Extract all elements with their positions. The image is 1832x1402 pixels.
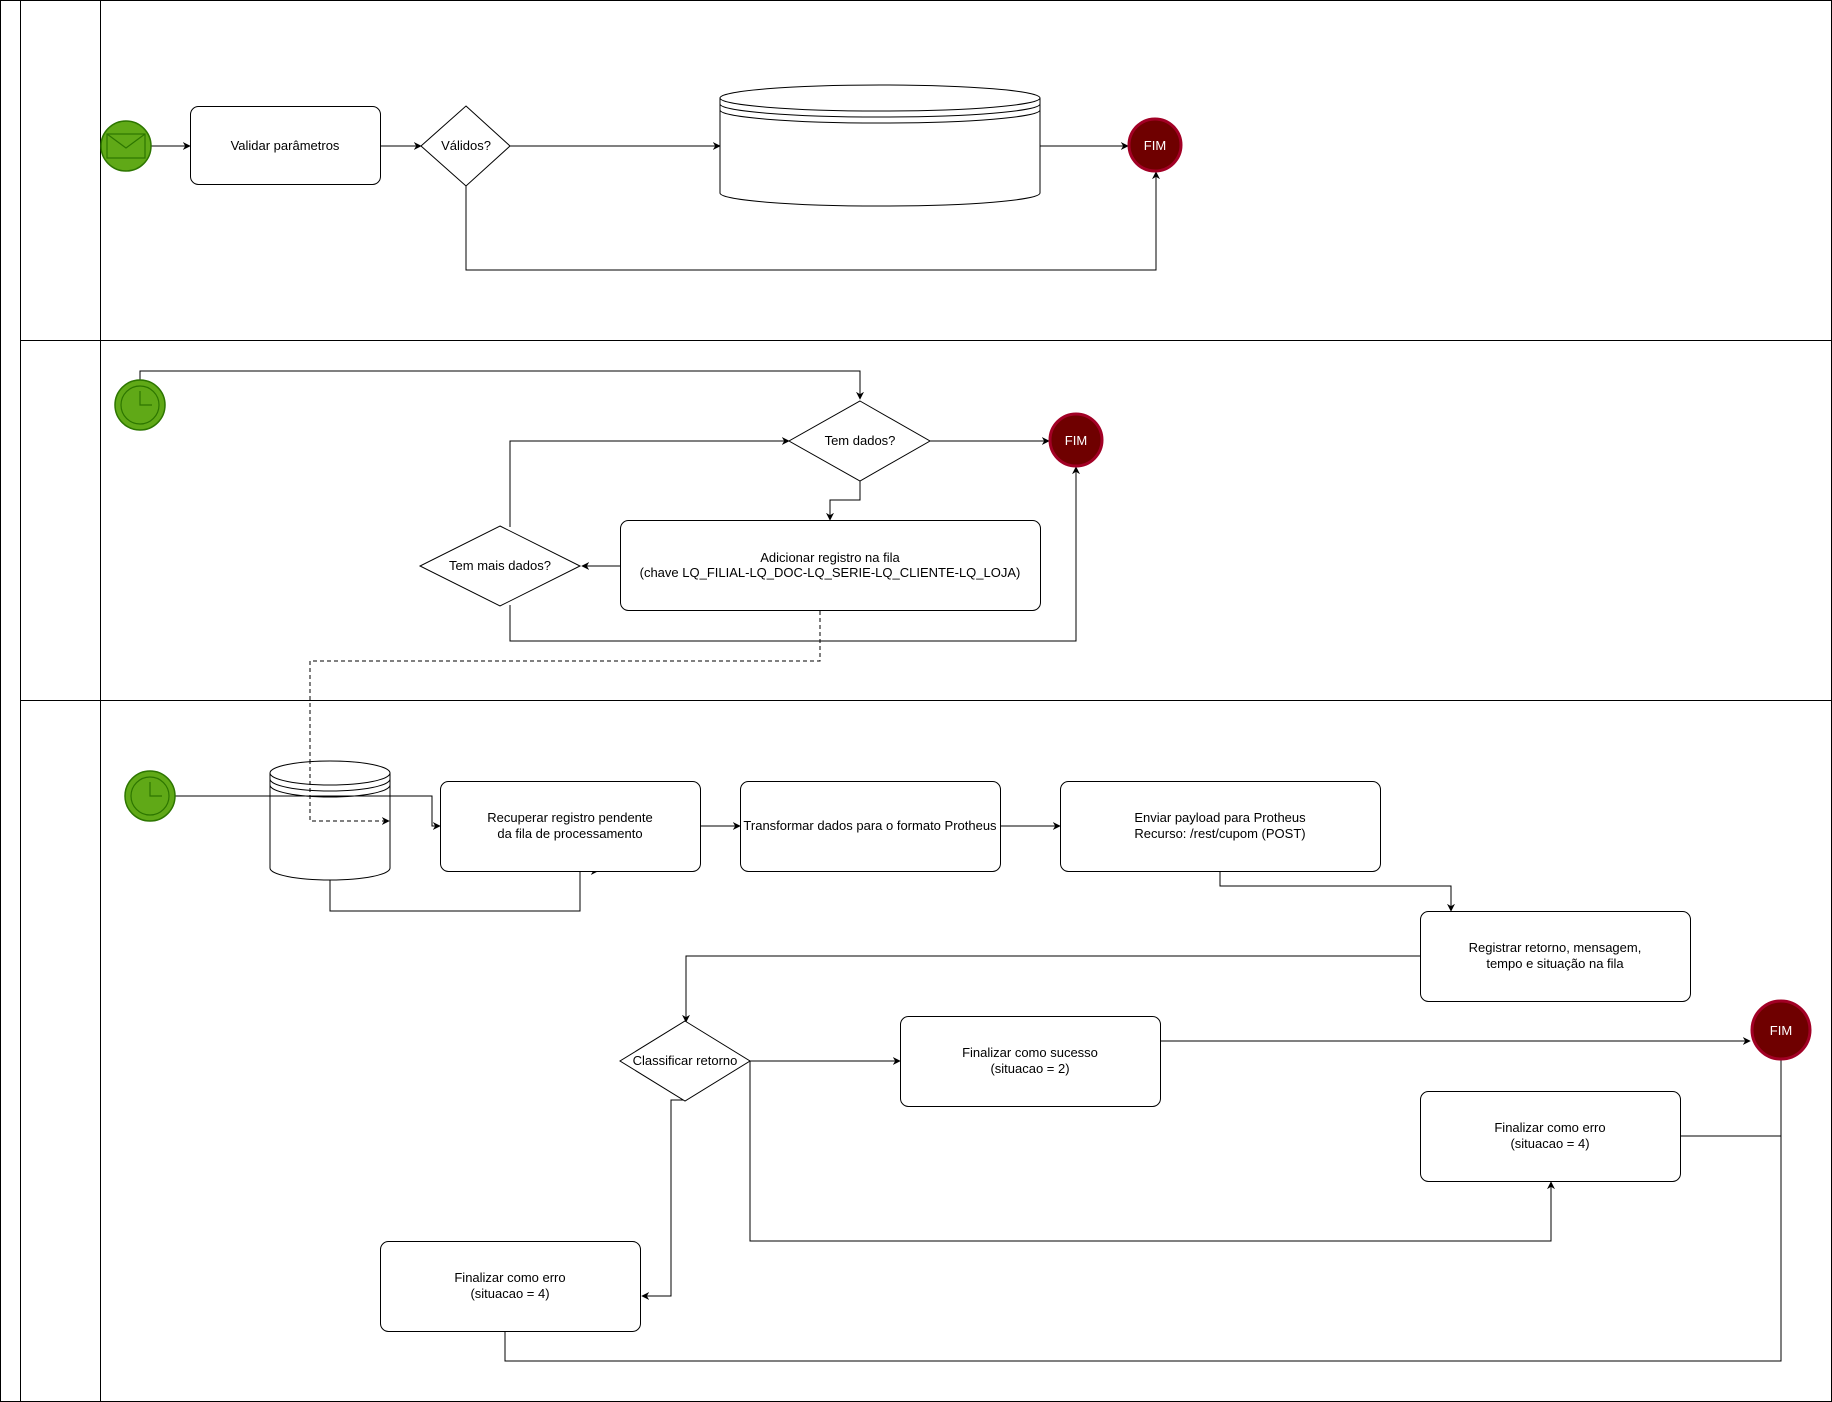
task-transform-label: Transformar dados para o formato Protheu… (743, 818, 997, 833)
clock-icon (130, 776, 170, 816)
edge-moredata-hasdata[interactable] (509, 437, 790, 527)
task-send-line1: Enviar payload para Protheus (1134, 810, 1306, 825)
start-event-message[interactable] (100, 120, 152, 172)
task-validate-params[interactable]: Validar parâmetros (190, 106, 381, 185)
edge-register-classify[interactable] (682, 955, 1420, 1023)
task-validate-params-label: Validar parâmetros (231, 138, 340, 153)
task-finish-success[interactable]: Finalizar como sucesso (situacao = 2) (900, 1016, 1161, 1107)
lane-3-shapes: Recuperar registro pendente da fila de p… (124, 760, 1812, 1332)
gateway-valid-label: Válidos? (441, 138, 491, 153)
datastore-cylinder[interactable] (719, 84, 1041, 207)
edge-start2-hasdata[interactable] (139, 370, 864, 400)
gateway-more-data[interactable]: Tem mais dados? (418, 525, 582, 607)
edge-send-register[interactable] (1219, 871, 1455, 912)
task-send-payload[interactable]: Enviar payload para Protheus Recurso: /r… (1060, 781, 1381, 872)
task-error-left-line1: Finalizar como erro (454, 1270, 565, 1285)
queue-datastore[interactable] (269, 760, 391, 881)
task-error-right-line1: Finalizar como erro (1494, 1120, 1605, 1135)
clock-icon (120, 385, 160, 425)
task-retrieve-line1: Recuperar registro pendente (487, 810, 653, 825)
edge-addrecord-queue-dashed[interactable] (309, 611, 821, 825)
gateway-more-data-label: Tem mais dados? (449, 558, 551, 573)
end-event-1-label: FIM (1144, 138, 1166, 153)
gateway-has-data-label: Tem dados? (825, 433, 896, 448)
task-finish-error-left[interactable]: Finalizar como erro (situacao = 4) (380, 1241, 641, 1332)
envelope-icon (106, 133, 146, 159)
task-error-left-line2: (situacao = 4) (470, 1286, 549, 1301)
task-transform-data[interactable]: Transformar dados para o formato Protheu… (740, 781, 1001, 872)
task-add-record-line1: Adicionar registro na fila (760, 550, 900, 565)
edge-classify-error-left[interactable] (641, 1099, 686, 1300)
lane-2-shapes: Tem dados? FIM Adicionar registro na fil… (114, 379, 1104, 611)
gateway-valid[interactable]: Válidos? (420, 105, 511, 187)
task-success-line2: (situacao = 2) (990, 1061, 1069, 1076)
edge-error-left-end3[interactable] (504, 1030, 1785, 1362)
connectors (139, 142, 1785, 1362)
task-register-line2: tempo e situação na fila (1486, 956, 1624, 971)
edge-dashed-over-queue (309, 760, 390, 825)
task-register-line1: Registrar retorno, mensagem, (1469, 940, 1642, 955)
task-finish-error-right[interactable]: Finalizar como erro (situacao = 4) (1420, 1091, 1681, 1182)
task-add-record[interactable]: Adicionar registro na fila (chave LQ_FIL… (620, 520, 1041, 611)
end-event-2-label: FIM (1065, 433, 1087, 448)
task-register-return[interactable]: Registrar retorno, mensagem, tempo e sit… (1420, 911, 1691, 1002)
lane-1-shapes: Validar parâmetros Válidos? FIM (100, 84, 1183, 207)
gateway-classify-label: Classificar retorno (633, 1053, 738, 1068)
start-event-timer-3[interactable] (124, 770, 176, 822)
task-success-line1: Finalizar como sucesso (962, 1045, 1098, 1060)
task-error-right-line2: (situacao = 4) (1510, 1136, 1589, 1151)
task-send-line2: Recurso: /rest/cupom (POST) (1134, 826, 1305, 841)
task-retrieve-line2: da fila de processamento (497, 826, 642, 841)
edge-moredata-end2[interactable] (509, 466, 1080, 642)
gateway-has-data[interactable]: Tem dados? (787, 400, 932, 482)
edge-hasdata-addrecord[interactable] (826, 480, 861, 521)
end-event-1[interactable]: FIM (1127, 117, 1183, 173)
gateway-classify-return[interactable]: Classificar retorno (619, 1020, 751, 1102)
end-event-3[interactable]: FIM (1750, 999, 1812, 1061)
end-event-3-label: FIM (1770, 1023, 1792, 1038)
edge-classify-error-right[interactable] (749, 1061, 1555, 1242)
end-event-2[interactable]: FIM (1048, 412, 1104, 468)
task-add-record-line2: (chave LQ_FILIAL-LQ_DOC-LQ_SERIE-LQ_CLIE… (640, 565, 1021, 580)
task-retrieve-record[interactable]: Recuperar registro pendente da fila de p… (440, 781, 701, 872)
edge-gateway-end1-invalid[interactable] (465, 171, 1160, 271)
start-event-timer-2[interactable] (114, 379, 166, 431)
